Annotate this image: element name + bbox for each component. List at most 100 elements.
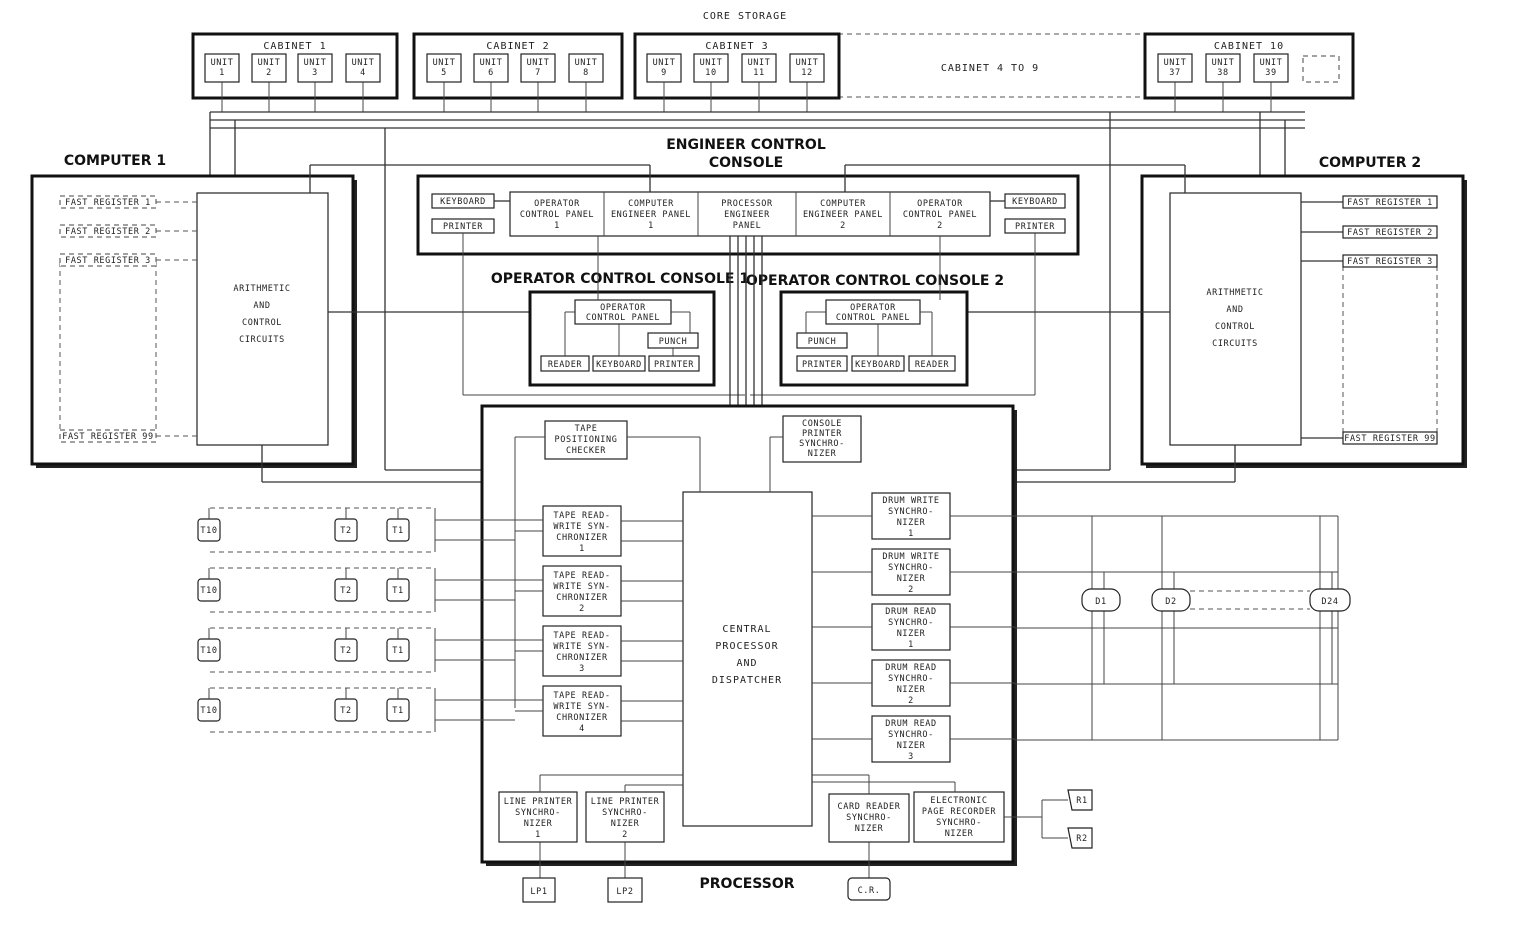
recorder-label: R2 (1076, 834, 1087, 844)
cabinet-label: CABINET 3 (705, 41, 768, 52)
central-label: AND (736, 658, 757, 669)
block-label: 3 (579, 664, 585, 674)
central-label: DISPATCHER (712, 675, 782, 686)
block-label: PAGE RECORDER (922, 807, 997, 817)
block-label: CHRONIZER (556, 653, 608, 663)
line-printer-1 (522, 877, 556, 903)
block-label: SYNCHRO- (846, 813, 892, 823)
keyboard-label: KEYBOARD (596, 360, 642, 370)
tape-label: T2 (340, 586, 351, 596)
lp-label: LP2 (616, 887, 633, 897)
block-label: CONSOLE (802, 419, 842, 429)
block-label: DRUM WRITE (882, 552, 939, 562)
block-label: NIZER (855, 824, 884, 834)
register-label: FAST REGISTER 99 (1344, 434, 1435, 444)
block-label: DRUM READ (885, 663, 936, 673)
tape-label: T2 (340, 646, 351, 656)
drum-d2 (1151, 588, 1191, 612)
tape-label: T10 (200, 646, 217, 656)
processor-title: PROCESSOR (700, 876, 795, 892)
register-label: FAST REGISTER 1 (1347, 198, 1433, 208)
block-label: 1 (535, 830, 541, 840)
block-label: SYNCHRO- (888, 618, 934, 628)
block-label: PRINTER (802, 429, 842, 439)
arith-label: AND (253, 301, 270, 311)
panel-label: CONTROL PANEL (586, 313, 660, 323)
tape-label: T1 (392, 526, 403, 536)
panel-label: 1 (554, 221, 560, 231)
processor: PROCESSOR TAPE POSITIONING CHECKER CONSO… (480, 404, 1017, 892)
drum-synchronizer-4 (871, 659, 951, 707)
op-console-2-title: OPERATOR CONTROL CONSOLE 2 (746, 273, 1004, 289)
central-label: CENTRAL (722, 624, 771, 635)
block-label: CHRONIZER (556, 713, 608, 723)
panel-label: ENGINEER PANEL (611, 210, 691, 220)
keyboard-label: KEYBOARD (440, 197, 486, 207)
block-label: NIZER (897, 629, 926, 639)
block-label: NIZER (945, 829, 974, 839)
register-label: FAST REGISTER 2 (65, 227, 151, 237)
panel-label: 2 (840, 221, 846, 231)
panel-label: OPERATOR (534, 199, 580, 209)
drum-d24 (1309, 588, 1351, 612)
tape-label: T10 (200, 586, 217, 596)
arithmetic-control-circuits-1 (196, 192, 329, 446)
storage-unit (646, 53, 682, 83)
panel-label: CONTROL PANEL (520, 210, 594, 220)
block-label: CHECKER (566, 446, 606, 456)
engineer-console-title-2: CONSOLE (709, 155, 783, 171)
block-label: NIZER (808, 449, 837, 459)
block-label: CARD READER (838, 802, 901, 812)
storage-unit (345, 53, 381, 83)
storage-unit (251, 53, 287, 83)
block-label: SYNCHRO- (515, 808, 561, 818)
tape-label: T10 (200, 526, 217, 536)
block-label: DRUM WRITE (882, 496, 939, 506)
register-label: FAST REGISTER 3 (65, 256, 151, 266)
block-label: 2 (908, 585, 914, 595)
block-label: ELECTRONIC (930, 796, 987, 806)
block-label: LINE PRINTER (591, 797, 660, 807)
block-label: 2 (908, 696, 914, 706)
engineer-console-title: ENGINEER CONTROL (666, 137, 826, 153)
block-label: 3 (908, 752, 914, 762)
computer-2-title: COMPUTER 2 (1319, 155, 1421, 171)
drum-synchronizer-1 (871, 492, 951, 540)
operator-control-panel-1 (574, 299, 672, 325)
cabinet-label: CABINET 10 (1214, 41, 1284, 52)
block-label: SYNCHRO- (602, 808, 648, 818)
register-label: FAST REGISTER 2 (1347, 228, 1433, 238)
register-label: FAST REGISTER 3 (1347, 257, 1433, 267)
lp-label: LP1 (530, 887, 547, 897)
drum-label: D24 (1321, 597, 1338, 607)
operator-console-1: OPERATOR CONTROL CONSOLE 1 OPERATOR CONT… (491, 271, 749, 387)
block-label: 4 (579, 724, 585, 734)
op-console-1-title: OPERATOR CONTROL CONSOLE 1 (491, 271, 749, 287)
printer-label: PRINTER (1015, 222, 1055, 232)
tape-read-write-synchronizer-3 (542, 625, 622, 677)
line-printer-synchronizer-2 (585, 791, 665, 843)
block-label: WRITE SYN- (553, 582, 610, 592)
arith-label: CIRCUITS (239, 335, 285, 345)
block-label: SYNCHRO- (936, 818, 982, 828)
panel-label: ENGINEER PANEL (803, 210, 883, 220)
block-label: SYNCHRO- (888, 730, 934, 740)
arithmetic-control-circuits-2 (1169, 192, 1302, 446)
panel-label: 2 (937, 221, 943, 231)
block-label: LINE PRINTER (504, 797, 573, 807)
card-reader-synchronizer (828, 793, 910, 843)
central-label: PROCESSOR (715, 641, 778, 652)
block-label: NIZER (897, 574, 926, 584)
panel-label: OPERATOR (850, 303, 896, 313)
storage-unit (1157, 53, 1193, 83)
operator-console-2: OPERATOR CONTROL CONSOLE 2 OPERATOR CONT… (746, 273, 1004, 387)
block-label: CHRONIZER (556, 593, 608, 603)
panel-label: 1 (648, 221, 654, 231)
